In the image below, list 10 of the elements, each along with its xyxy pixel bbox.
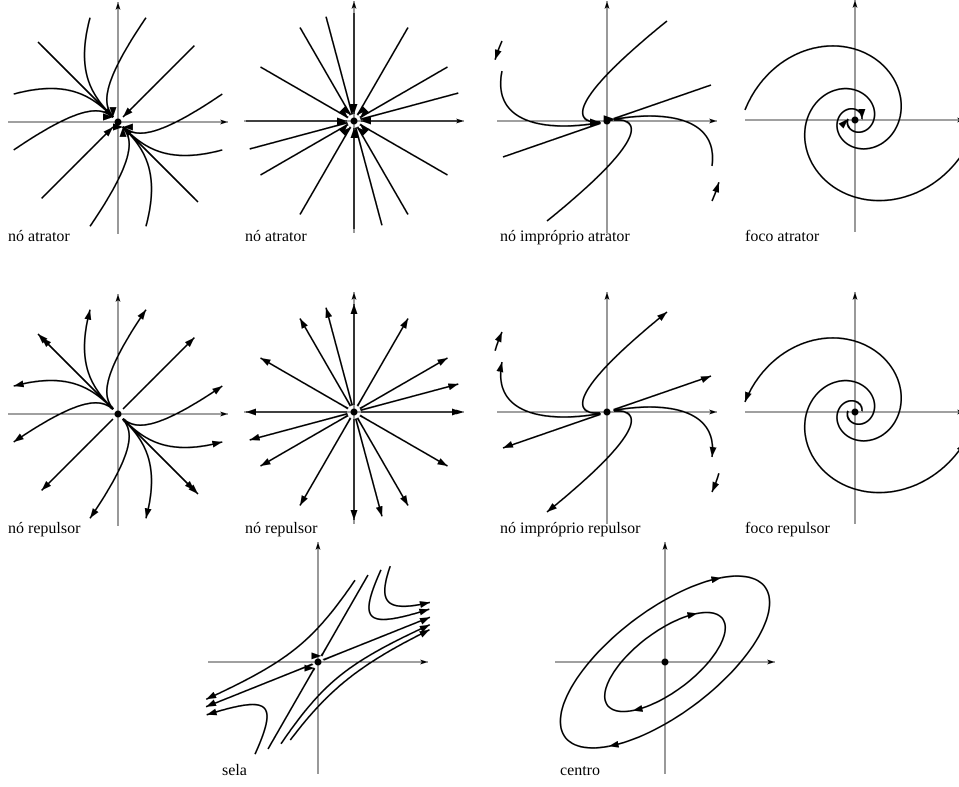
portrait-caption: foco repulsor xyxy=(745,520,830,538)
portrait-caption: centro xyxy=(560,762,600,780)
portrait-caption: nó atrator xyxy=(245,228,307,246)
portrait-caption: sela xyxy=(222,762,247,780)
portrait-caption: nó repulsor xyxy=(8,520,80,538)
portrait-caption: nó repulsor xyxy=(245,520,318,538)
portrait-caption: nó atrator xyxy=(8,228,70,246)
portrait-caption: foco atrator xyxy=(745,228,820,246)
portrait-caption: nó impróprio atrator xyxy=(500,228,630,246)
portrait-caption: nó impróprio repulsor xyxy=(500,520,640,538)
